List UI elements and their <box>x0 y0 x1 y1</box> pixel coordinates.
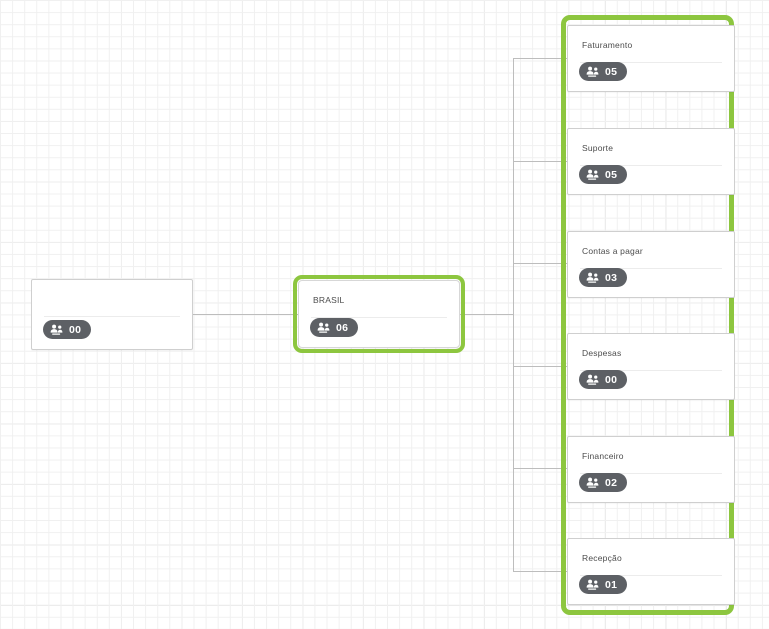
member-count-value: 06 <box>336 321 349 334</box>
people-group-icon <box>586 66 600 78</box>
connector-branch-1 <box>513 58 567 59</box>
org-node-title: Despesas <box>582 348 622 358</box>
member-count-value: 00 <box>605 373 618 386</box>
member-count-badge[interactable]: 00 <box>579 370 628 389</box>
org-node-contas-a-pagar[interactable]: Contas a pagar 03 <box>567 231 735 298</box>
member-count-value: 00 <box>69 323 82 336</box>
people-group-icon <box>586 272 600 284</box>
people-group-icon <box>586 169 600 181</box>
connector-branch-6 <box>513 571 567 572</box>
people-group-icon <box>586 579 600 591</box>
node-divider <box>580 575 722 576</box>
node-divider <box>580 165 722 166</box>
people-group-icon <box>50 324 64 336</box>
connector-root-to-brasil <box>193 314 299 315</box>
node-divider <box>580 268 722 269</box>
org-node-root[interactable]: 00 <box>31 279 193 350</box>
org-node-title: Contas a pagar <box>582 246 643 256</box>
org-node-title: BRASIL <box>313 295 345 305</box>
org-node-brasil[interactable]: BRASIL 06 <box>293 275 465 353</box>
member-count-badge[interactable]: 06 <box>310 318 359 337</box>
connector-trunk <box>513 58 514 572</box>
org-node-suporte[interactable]: Suporte 05 <box>567 128 735 195</box>
member-count-badge[interactable]: 00 <box>43 320 92 339</box>
org-node-faturamento[interactable]: Faturamento 05 <box>567 25 735 92</box>
node-divider <box>311 317 447 318</box>
member-count-value: 01 <box>605 578 618 591</box>
node-divider <box>44 316 180 317</box>
node-divider <box>580 370 722 371</box>
member-count-value: 02 <box>605 476 618 489</box>
connector-branch-4 <box>513 366 567 367</box>
org-node-title: Suporte <box>582 143 614 153</box>
org-node-financeiro[interactable]: Financeiro 02 <box>567 436 735 503</box>
member-count-value: 05 <box>605 168 618 181</box>
member-count-badge[interactable]: 03 <box>579 268 628 287</box>
connector-branch-3 <box>513 263 567 264</box>
member-count-badge[interactable]: 02 <box>579 473 628 492</box>
people-group-icon <box>317 322 331 334</box>
member-count-value: 03 <box>605 271 618 284</box>
connector-branch-2 <box>513 161 567 162</box>
node-divider <box>580 62 722 63</box>
people-group-icon <box>586 374 600 386</box>
children-group-highlight[interactable] <box>561 15 734 615</box>
member-count-badge[interactable]: 05 <box>579 165 628 184</box>
org-node-title: Faturamento <box>582 40 633 50</box>
org-node-recepcao[interactable]: Recepção 01 <box>567 538 735 605</box>
connector-brasil-to-trunk <box>460 314 514 315</box>
node-divider <box>580 473 722 474</box>
people-group-icon <box>586 477 600 489</box>
connector-branch-5 <box>513 468 567 469</box>
org-node-title: Financeiro <box>582 451 624 461</box>
member-count-badge[interactable]: 05 <box>579 62 628 81</box>
org-node-despesas[interactable]: Despesas 00 <box>567 333 735 400</box>
member-count-badge[interactable]: 01 <box>579 575 628 594</box>
member-count-value: 05 <box>605 65 618 78</box>
org-node-title: Recepção <box>582 553 622 563</box>
